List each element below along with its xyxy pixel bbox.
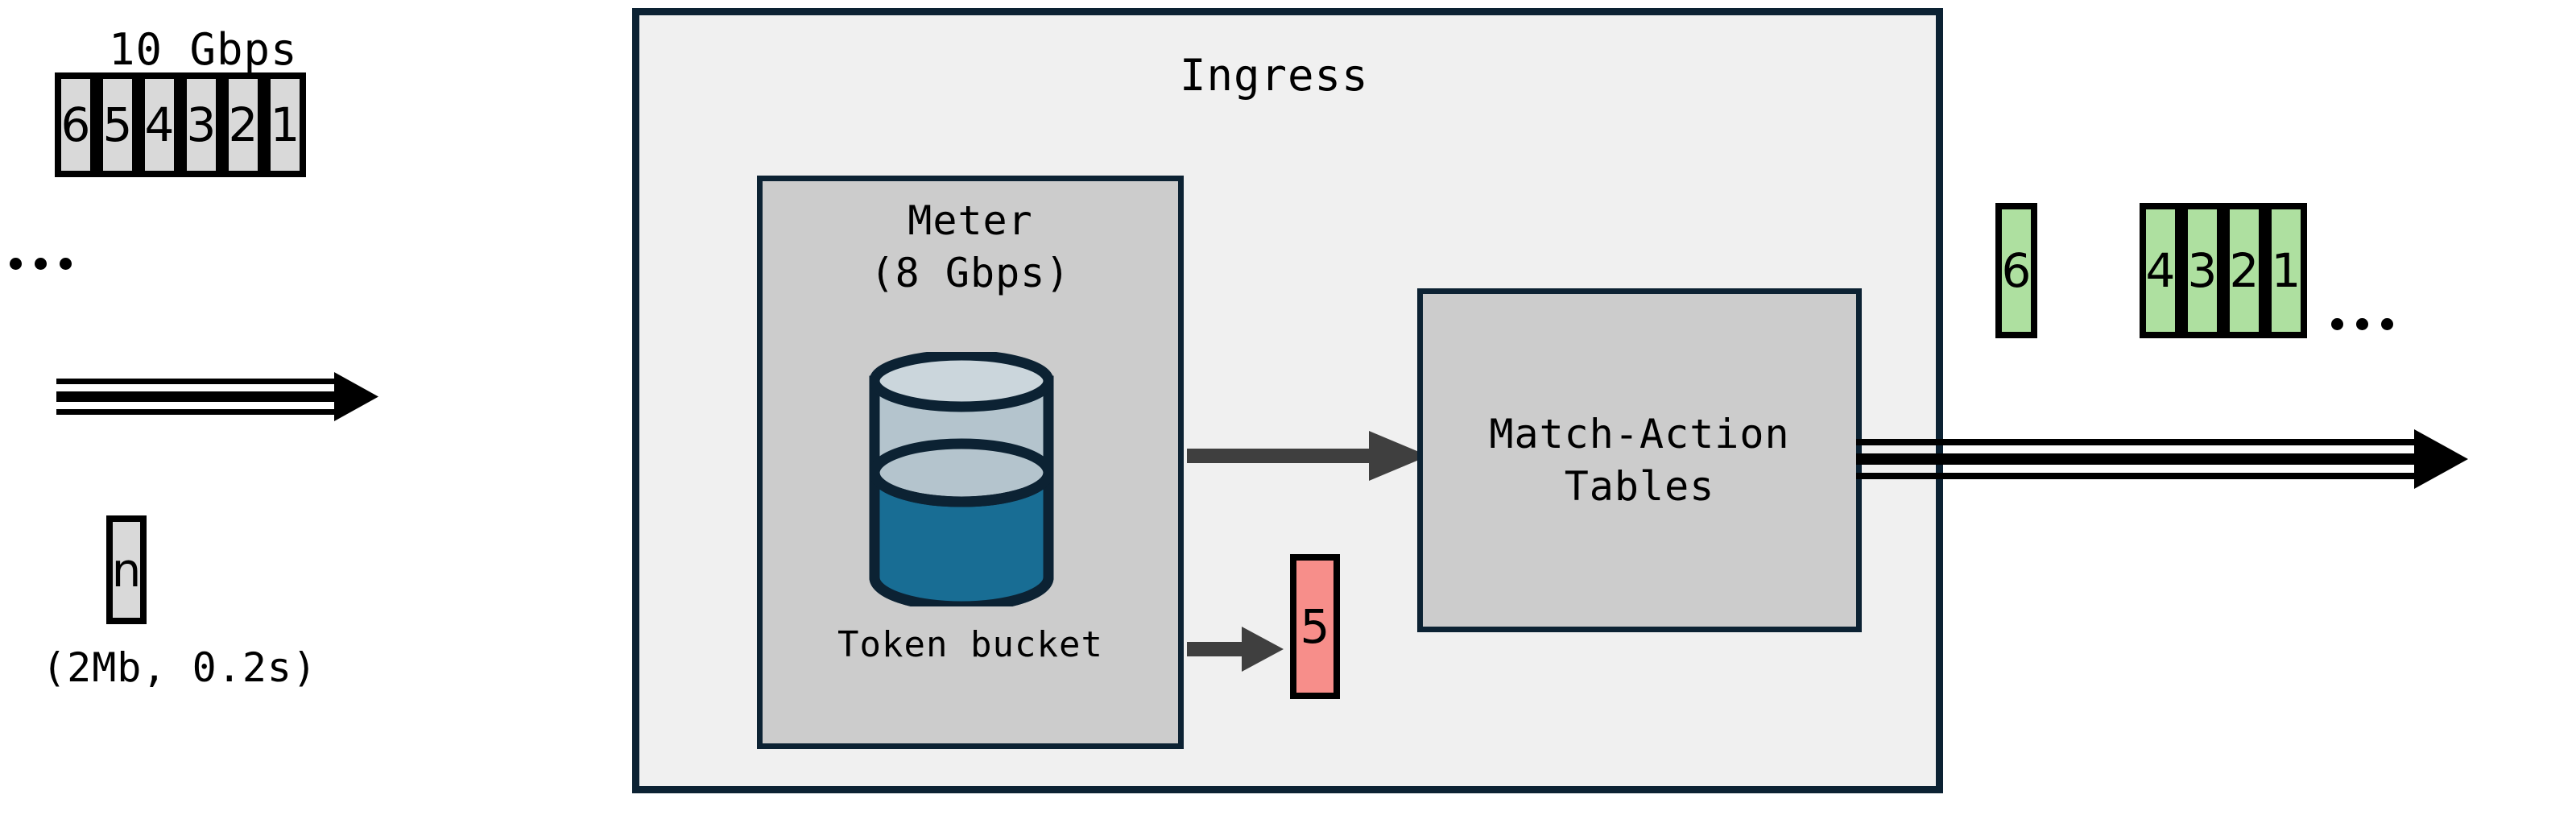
token-bucket-label: Token bucket [837,624,1103,665]
output-packet: 3 [2181,203,2223,338]
meter-to-drop-arrow-icon [1187,620,1284,678]
meter-subtitle: (8 Gbps) [870,250,1071,296]
output-packet: 2 [2223,203,2265,338]
dropped-packet: 5 [1290,554,1340,699]
input-packet: 5 [97,72,139,177]
burst-parameters-label: (2Mb, 0.2s) [42,644,318,691]
input-packet: 2 [222,72,264,177]
input-leading-ellipsis-icon [10,258,72,270]
match-action-tables-line2: Tables [1564,463,1715,510]
match-action-tables-container [1417,288,1862,632]
input-packet: 4 [139,72,180,177]
input-packet: 3 [180,72,222,177]
ingress-title: Ingress [1180,50,1369,101]
token-bucket-icon [868,352,1055,606]
match-action-tables-line1: Match-Action [1489,411,1790,457]
meter-to-match-action-arrow-icon [1187,427,1429,485]
burst-packet: n [106,515,147,624]
input-rate-label: 10 Gbps [109,24,298,75]
output-packet: 4 [2140,203,2181,338]
output-trailing-ellipsis-icon [2331,318,2393,330]
output-packet: 1 [2265,203,2307,338]
meter-title: Meter [908,197,1033,244]
input-stream-arrow-icon [56,370,378,427]
input-packet: 6 [55,72,97,177]
input-packet: 1 [264,72,306,177]
output-stream-arrow-icon [1856,423,2468,495]
output-packet: 6 [1995,203,2037,338]
